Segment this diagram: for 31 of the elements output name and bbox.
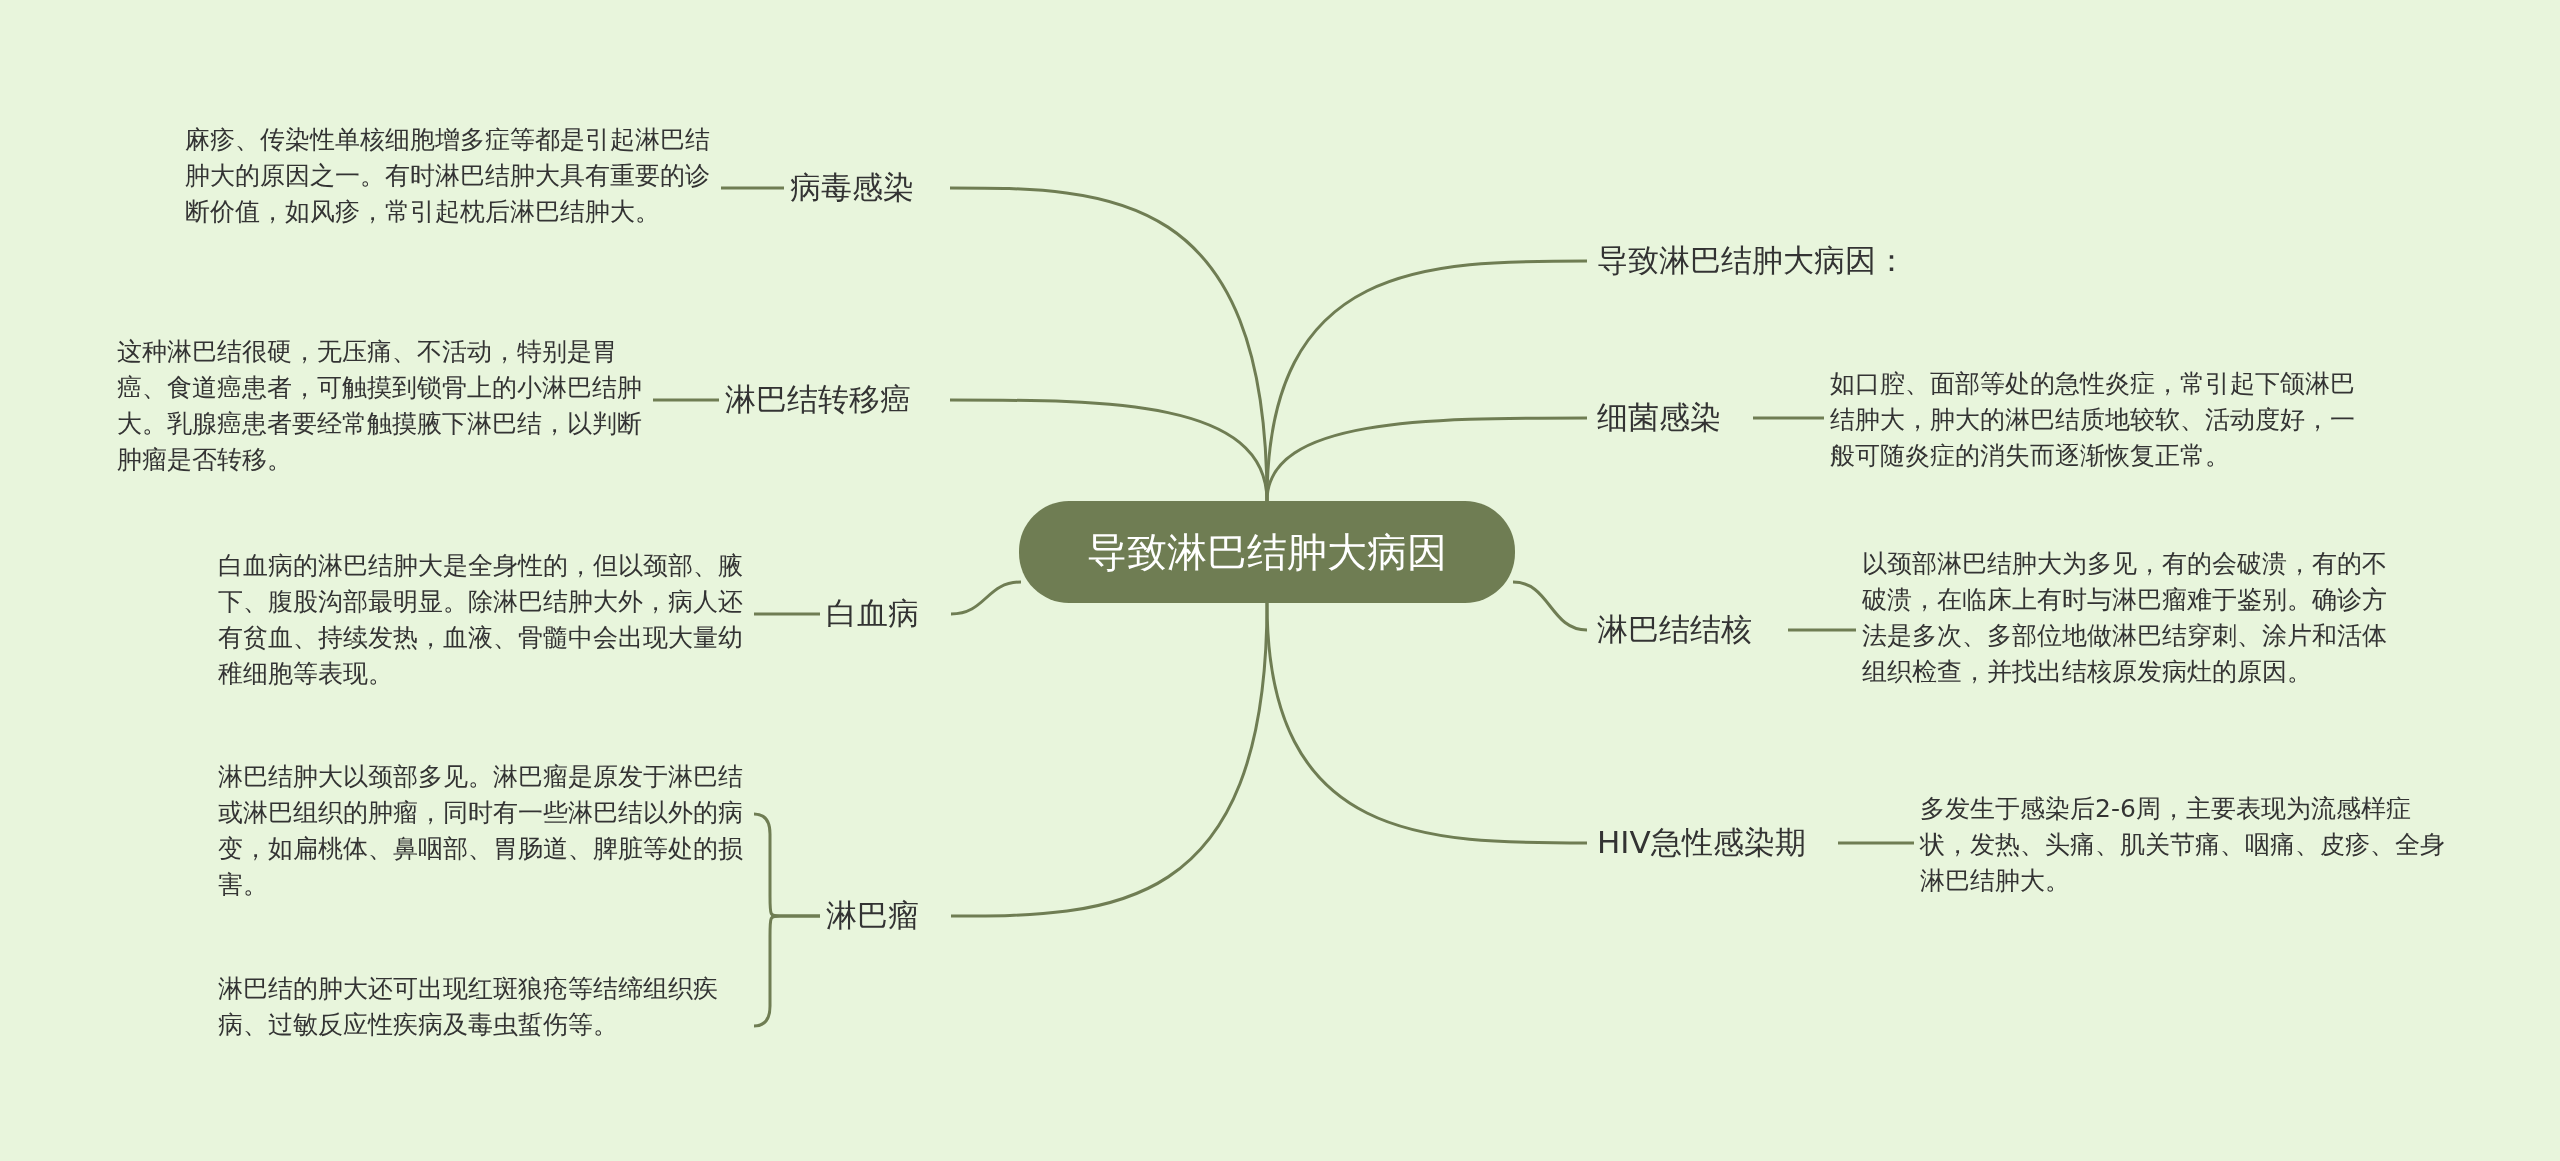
branch-topic: 淋巴瘤 xyxy=(826,893,941,939)
branch-topic: HIV急性感染期 xyxy=(1597,820,1832,866)
branch-line xyxy=(951,602,1269,918)
note-text: 麻疹、传染性单核细胞增多症等都是引起淋巴结肿大的原因之一。有时淋巴结肿大具有重要的诊断价值，如风疹，常引起枕后淋巴结肿大。 xyxy=(185,122,715,272)
note-text: 多发生于感染后2-6周，主要表现为流感样症状，发热、头痛、肌关节痛、咽痛、皮疹、全身淋巴结肿大。 xyxy=(1920,791,2460,906)
connector-line xyxy=(1788,628,1856,632)
note-text: 白血病的淋巴结肿大是全身性的，但以颈部、腋下、腹股沟部最明显。除淋巴结肿大外，病人还有贫血、持续发热，血液、骨髓中会出现大量幼稚细胞等表现。 xyxy=(218,548,748,698)
note-text: 这种淋巴结很硬，无压痛、不活动，特别是胃癌、食道癌患者，可触摸到锁骨上的小淋巴结肿大。乳腺癌患者要经常触摸腋下淋巴结，以判断肿瘤是否转移。 xyxy=(117,334,647,484)
connector-line xyxy=(754,612,820,616)
branch-line xyxy=(950,580,1022,616)
branch-topic: 白血病 xyxy=(826,591,941,637)
central-topic: 导致淋巴结肿大病因 xyxy=(1019,501,1515,603)
connector-line xyxy=(753,914,820,1028)
branch-topic: 淋巴结结核 xyxy=(1597,607,1782,653)
connector-line xyxy=(653,398,719,402)
branch-topic: 淋巴结转移癌 xyxy=(725,377,940,423)
branch-topic: 细菌感染 xyxy=(1597,395,1747,441)
branch-line xyxy=(1265,259,1587,502)
branch-topic: 病毒感染 xyxy=(790,165,940,211)
connector-line xyxy=(1838,841,1914,845)
note-text: 淋巴结肿大以颈部多见。淋巴瘤是原发于淋巴结或淋巴组织的肿瘤，同时有一些淋巴结以外的病变，如扁桃体、鼻咽部、胃肠道、脾脏等处的损害。 xyxy=(218,759,748,909)
branch-line xyxy=(1265,416,1587,502)
note-text: 淋巴结的肿大还可出现红斑狼疮等结缔组织疾病、过敏反应性疾病及毒虫蜇伤等。 xyxy=(218,971,748,1051)
branch-line xyxy=(1512,580,1588,632)
connector-line xyxy=(721,186,784,190)
note-text: 以颈部淋巴结肿大为多见，有的会破溃，有的不破溃，在临床上有时与淋巴瘤难于鉴别。确诊方法是多次、多部位地做淋巴结穿刺、涂片和活体组织检查，并找出结核原发病灶的原因。 xyxy=(1862,546,2402,736)
branch-topic: 导致淋巴结肿大病因： xyxy=(1597,238,1927,284)
branch-line xyxy=(1265,602,1587,845)
branch-line xyxy=(950,398,1269,502)
note-text: 如口腔、面部等处的急性炎症，常引起下颌淋巴结肿大，肿大的淋巴结质地较软、活动度好，一般可随炎症的消失而逐渐恢复正常。 xyxy=(1830,366,2370,481)
connector-line xyxy=(1753,416,1824,420)
